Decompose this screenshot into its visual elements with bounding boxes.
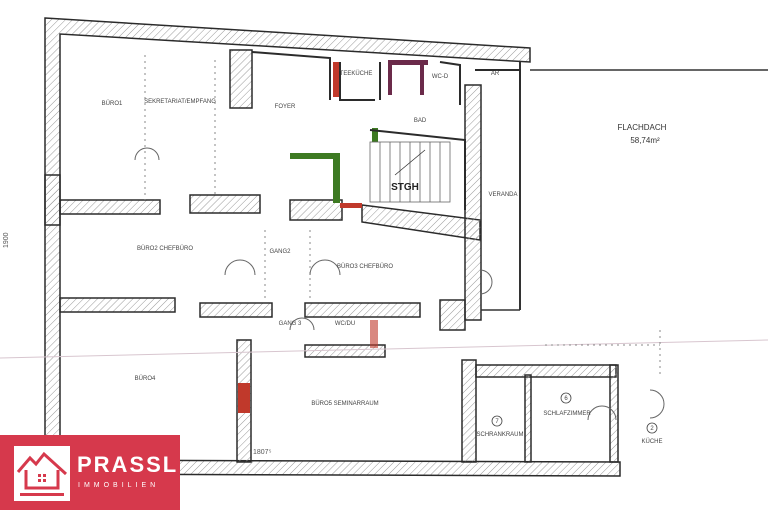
veranda-outline [0, 62, 768, 375]
room-number-schlafzimmer: 6 [564, 396, 568, 402]
room-label-flachdach: FLACHDACH [618, 123, 667, 132]
room-label-gang3: GANG 3 [279, 321, 302, 327]
logo-subtitle: IMMOBILIEN [78, 482, 160, 489]
room-number-schrankraum: 7 [495, 419, 499, 425]
room-label-bad: BAD [414, 118, 427, 124]
room-label-buero5: BÜRO5 SEMINARRAUM [311, 400, 378, 407]
room-label-veranda: VERANDA [488, 192, 517, 198]
house-logo-icon [14, 446, 70, 501]
room-label-teekueche: TEEKÜCHE [340, 70, 373, 77]
room-label-wcdu: WC/DU [335, 321, 355, 327]
walls [44, 17, 621, 477]
room-label-ar: AR [491, 71, 500, 77]
room-label-buero4: BÜRO4 [135, 375, 156, 382]
logo-name: PRASSL [77, 452, 179, 477]
prassl-logo: PRASSL IMMOBILIEN [0, 435, 180, 510]
marked-walls [238, 60, 428, 413]
dimension-side: 1900 [3, 232, 10, 248]
room-number-marker [491, 415, 503, 427]
room-number-kueche: 2 [650, 426, 654, 432]
room-label-sekretariat: SEKRETARIAT/EMPFANG [144, 99, 216, 105]
room-label-buero3: BÜRO3 CHEFBÜRO [337, 263, 393, 270]
room-label-schlafzimmer: SCHLAFZIMMER [543, 411, 591, 417]
staircase [369, 141, 451, 203]
room-label-wc: WC-D [432, 74, 449, 80]
room-number-marker [560, 392, 572, 404]
room-label-kueche: KÜCHE [641, 438, 662, 445]
room-label-gang2: GANG2 [269, 249, 291, 255]
room-label-foyer: FOYER [275, 104, 296, 110]
door-swings [134, 147, 665, 421]
interior-lines [144, 55, 311, 300]
dimension-bottom: 1807⁵ [253, 449, 272, 456]
flachdach-area: 58,74m² [630, 136, 660, 145]
room-number-marker [646, 422, 658, 434]
room-label-stgh: STGH [391, 182, 419, 193]
room-label-schrankraum: SCHRANKRAUM [476, 432, 523, 438]
wet-rooms [251, 51, 521, 210]
room-label-buero1: BÜRO1 [102, 100, 123, 107]
room-label-buero2: BÜRO2 CHEFBÜRO [137, 245, 193, 252]
